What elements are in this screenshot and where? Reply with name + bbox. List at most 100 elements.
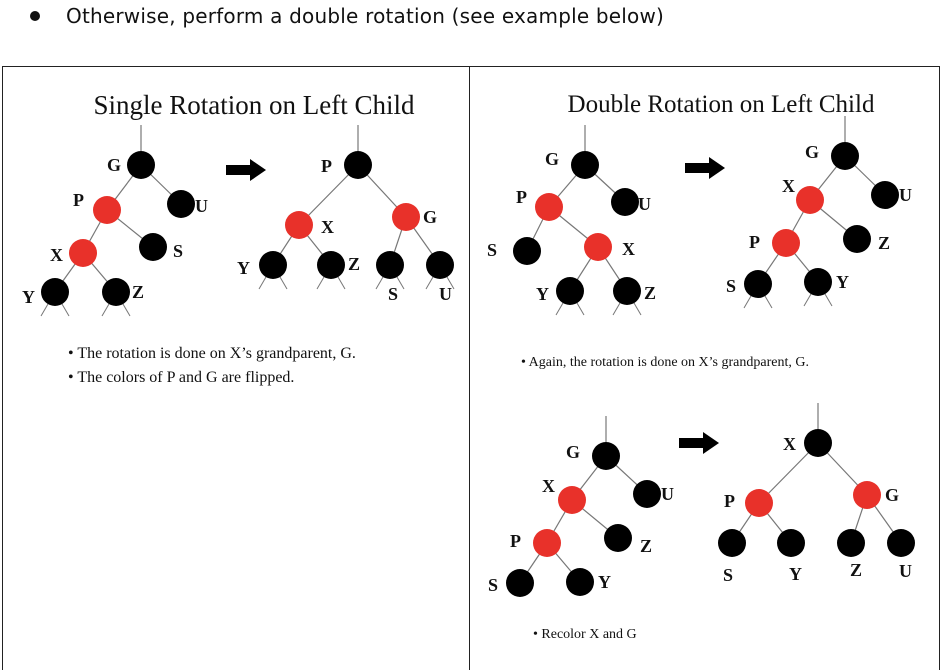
arrow-right-icon [685,157,725,179]
node-label-p: P [510,531,521,551]
tree-node-y [41,278,69,306]
node-label-g: G [423,207,437,227]
double-rotation-title: Double Rotation on Left Child [568,91,875,118]
node-label-g: G [107,155,121,175]
tree-node-p [344,151,372,179]
node-label-g: G [885,485,899,505]
node-label-s: S [173,241,183,261]
tree-node-g [392,203,420,231]
node-label-s: S [488,575,498,595]
tree-node-u [426,251,454,279]
node-label-z: Z [878,233,890,253]
node-label-p: P [724,491,735,511]
tree-node-u [633,480,661,508]
tree-node-u [167,190,195,218]
tree-node-g [853,481,881,509]
node-label-x: X [622,239,635,259]
tree-node-x [584,233,612,261]
tree-node-u [887,529,915,557]
tree-node-s [744,270,772,298]
node-label-z: Z [348,254,360,274]
arrow-right-icon [679,432,719,454]
tree-node-u [611,188,639,216]
tree-node-z [613,277,641,305]
node-label-y: Y [536,284,549,304]
node-label-p: P [749,232,760,252]
node-label-s: S [723,565,733,585]
table-divider [469,66,470,670]
node-label-u: U [899,561,912,581]
tree-node-x [69,239,97,267]
node-label-x: X [782,176,795,196]
tree-node-x [804,429,832,457]
node-label-u: U [195,196,208,216]
node-label-z: Z [640,536,652,556]
tree-node-g [127,151,155,179]
tree-node-y [259,251,287,279]
tree-node-s [376,251,404,279]
tree-node-s [139,233,167,261]
single-note-1: • The rotation is done on X’s grandparen… [68,345,356,362]
single-rotation-title: Single Rotation on Left Child [94,90,415,120]
double-note-1: • Again, the rotation is done on X’s gra… [521,355,809,370]
double-note-2: • Recolor X and G [533,627,637,642]
node-label-z: Z [850,560,862,580]
tree-node-s [513,237,541,265]
bullet-dot-icon [30,11,40,21]
tree-node-y [556,277,584,305]
node-label-g: G [545,149,559,169]
node-label-z: Z [644,283,656,303]
tree-node-p [745,489,773,517]
node-label-g: G [566,442,580,462]
intro-bullet: Otherwise, perform a double rotation (se… [30,4,664,28]
tree-node-p [533,529,561,557]
tree-node-p [535,193,563,221]
node-label-x: X [321,217,334,237]
node-label-x: X [542,476,555,496]
tree-node-s [718,529,746,557]
tree-d-final: X P G S Y Z U [718,403,915,585]
node-label-s: S [726,276,736,296]
tree-node-y [777,529,805,557]
node-label-u: U [899,185,912,205]
tree-node-s [506,569,534,597]
tree-node-z [604,524,632,552]
node-label-u: U [439,284,452,304]
node-label-x: X [50,245,63,265]
tree-node-x [558,486,586,514]
tree-node-p [93,196,121,224]
tree-edge [758,442,819,504]
tree-node-u [871,181,899,209]
tree-node-y [804,268,832,296]
node-label-s: S [388,284,398,304]
tree-node-g [571,151,599,179]
tree-node-z [317,251,345,279]
tree-node-x [285,211,313,239]
tree-node-z [837,529,865,557]
tree-s-after: P X G Y Z S U [237,125,455,304]
node-label-y: Y [237,258,250,278]
tree-node-p [772,229,800,257]
table-frame [2,66,940,670]
node-label-p: P [516,187,527,207]
tree-node-y [566,568,594,596]
tree-node-g [592,442,620,470]
tree-d-mid: GX U P Z S Y [726,116,912,309]
node-label-u: U [638,194,651,214]
arrow-right-icon [226,159,266,181]
node-label-x: X [783,434,796,454]
node-label-p: P [73,190,84,210]
node-label-u: U [661,484,674,504]
tree-node-z [102,278,130,306]
node-label-y: Y [598,572,611,592]
node-label-y: Y [22,287,35,307]
node-label-y: Y [789,564,802,584]
tree-d-mid-copy: GX U P Z S Y [488,416,674,597]
node-label-p: P [321,156,332,176]
node-label-y: Y [836,272,849,292]
node-label-g: G [805,142,819,162]
single-note-2: • The colors of P and G are flipped. [68,369,294,386]
